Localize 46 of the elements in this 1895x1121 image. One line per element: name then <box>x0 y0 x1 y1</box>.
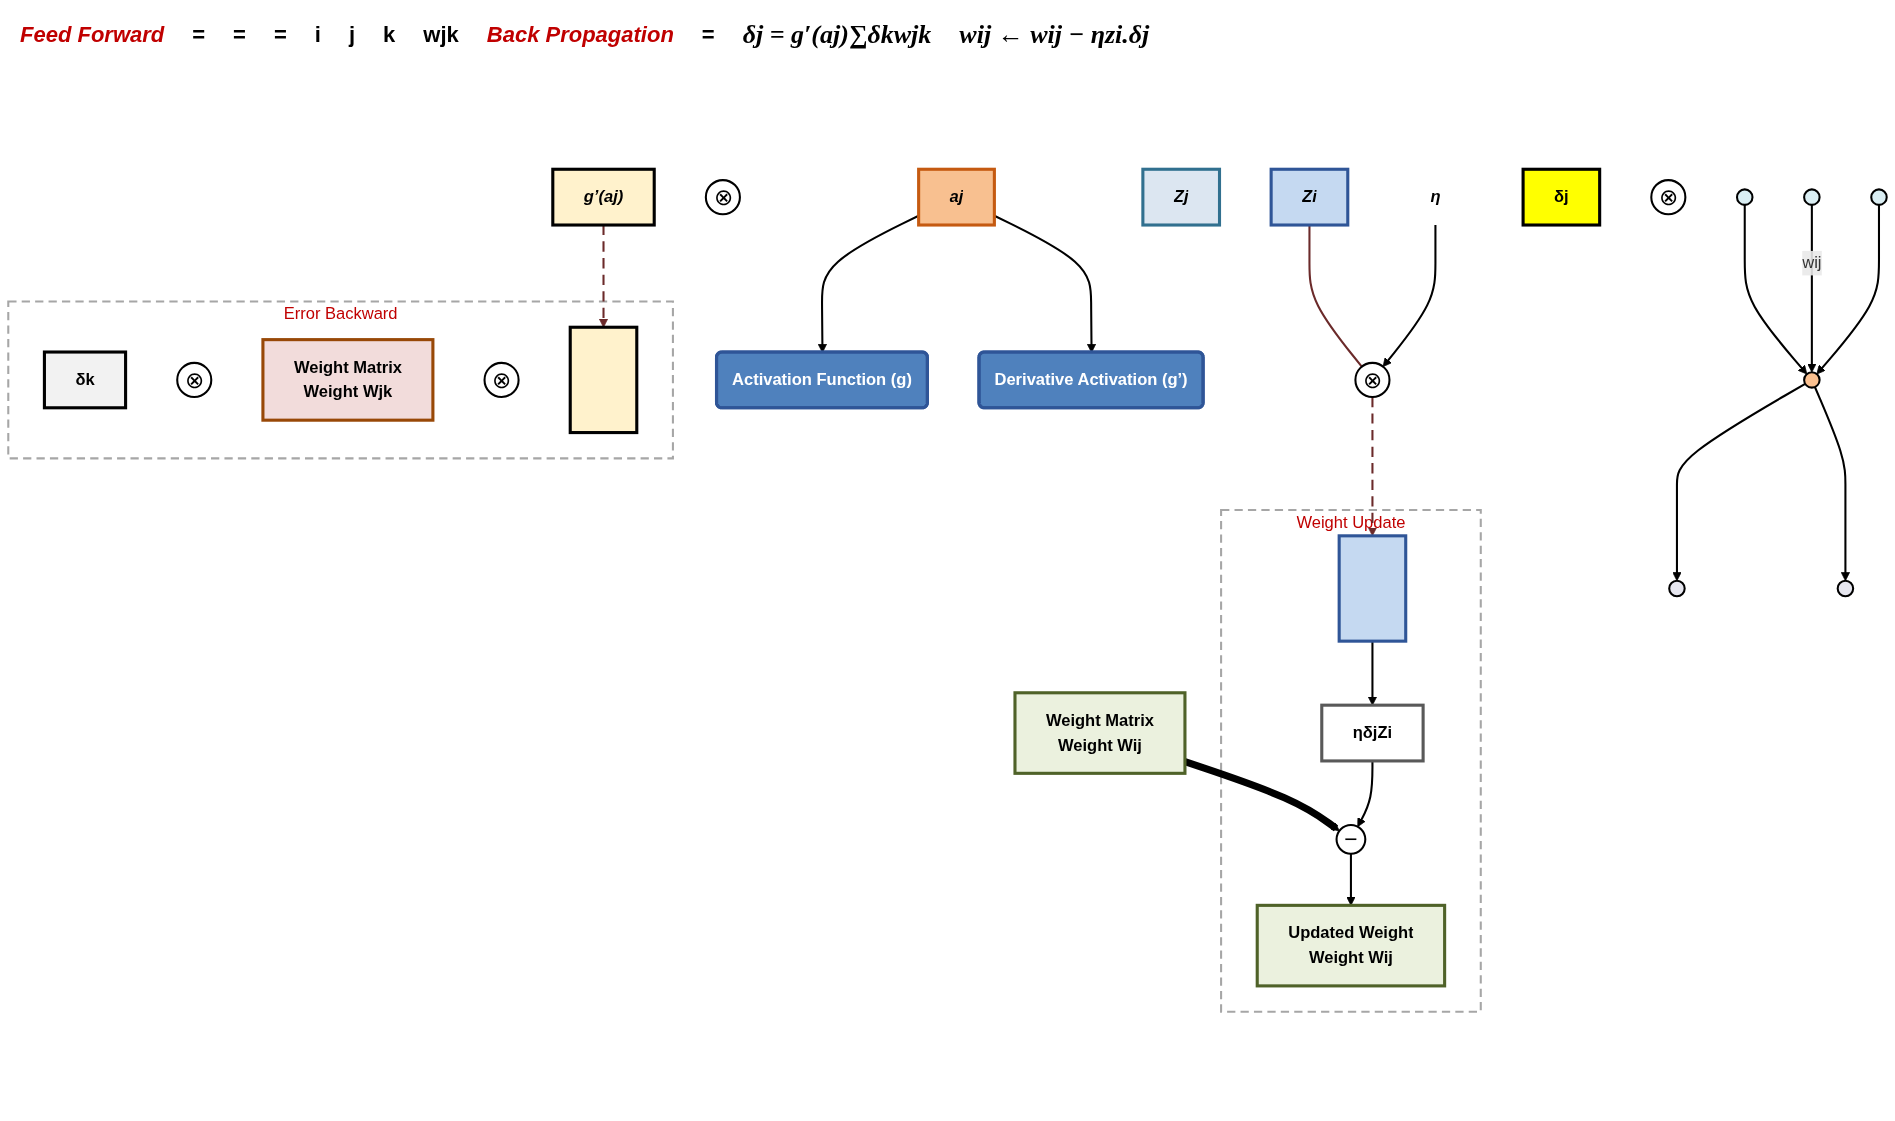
edge-label: wij <box>1802 253 1822 271</box>
node-circle <box>1836 579 1855 597</box>
symbol-label: = <box>273 22 287 48</box>
node-circle: ⊗ <box>176 361 213 398</box>
node-circle: ⊗ <box>483 361 520 398</box>
node-box: Zj <box>1141 167 1222 227</box>
node-box: δk <box>42 350 128 409</box>
node-box: g’(aj) <box>551 167 656 227</box>
connector <box>1308 224 1363 367</box>
symbol-label: = <box>701 22 715 48</box>
arrow <box>1813 386 1850 581</box>
node-circle <box>1803 370 1821 389</box>
arrow <box>1357 760 1374 827</box>
formula: δj = g′(aj)∑δkwjk <box>742 20 932 50</box>
node-circle: ⊗ <box>1354 361 1391 398</box>
node-box: Updated Weight Weight Wij <box>1255 903 1447 987</box>
arrow <box>1743 204 1808 374</box>
section-caption: Back Propagation <box>486 22 674 48</box>
node-circle <box>1870 187 1888 206</box>
symbol-label: j <box>348 22 356 48</box>
symbol-label: = <box>192 22 206 48</box>
node-circle: ⊗ <box>704 178 741 215</box>
arrow <box>1672 382 1806 581</box>
symbol-label: k <box>383 22 396 48</box>
section-caption: Feed Forward <box>20 22 165 48</box>
node-circle <box>1735 187 1754 206</box>
arrow <box>1816 204 1880 374</box>
node-bar <box>568 325 639 434</box>
formula: wij ← wij − ηzi.δj <box>959 20 1150 50</box>
node-box: ηδjZi <box>1320 703 1425 762</box>
symbol-label: wjk <box>423 22 459 48</box>
node-box: aj <box>917 167 996 227</box>
node-circle <box>1668 579 1686 597</box>
node-text: η <box>1430 187 1441 205</box>
node-circle: ⊗ <box>1650 178 1687 215</box>
node-circle <box>1803 187 1821 206</box>
symbol-label: = <box>233 22 246 48</box>
node-box: δj <box>1521 167 1602 227</box>
node-bar <box>1337 533 1408 643</box>
arrow <box>1382 224 1437 367</box>
node-box: Weight Matrix Weight Wij <box>1013 690 1187 775</box>
node-circle: − <box>1335 823 1367 855</box>
node-box: Zi <box>1269 167 1350 227</box>
arrow <box>1367 396 1377 536</box>
node-box: Weight Matrix Weight Wjk <box>261 337 435 422</box>
symbol-label: i <box>314 22 321 48</box>
